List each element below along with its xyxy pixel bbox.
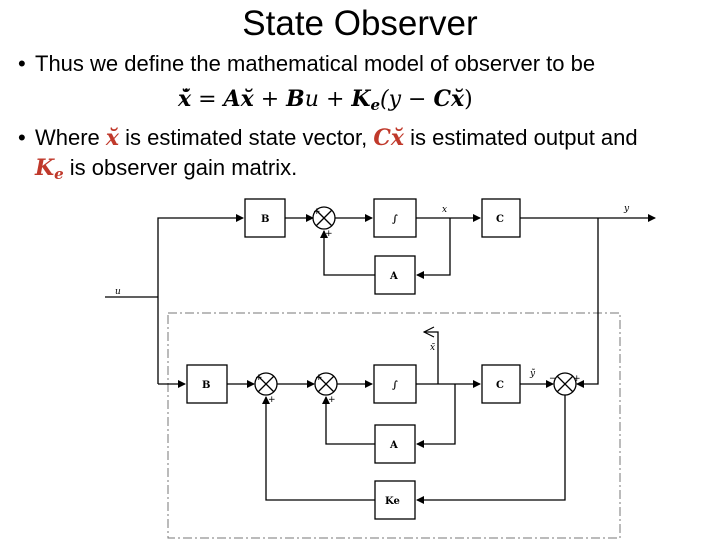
eq-A: A [223, 86, 241, 112]
plant-B-block [244, 198, 286, 238]
plant-C-block [481, 198, 521, 238]
bullet-2-part-d: is observer gain matrix. [63, 155, 298, 180]
bullet-2-part-b: is estimated state vector, [119, 125, 374, 150]
bullet-2-text: Where x̆ is estimated state vector, Cx̆ … [35, 124, 638, 152]
obs-C-label: C [496, 380, 504, 391]
xhat-to-obs-A [416, 384, 456, 448]
plant-sum-sign2: + [325, 229, 333, 239]
yhat-label: ỹ [529, 368, 536, 379]
y-label: y [623, 204, 630, 214]
error-to-Ke [416, 395, 566, 504]
obs-sum1-sign2: + [268, 395, 276, 405]
obs-Ke-label: Ke [385, 496, 400, 507]
obs-sum1-sign1: + [255, 373, 263, 383]
eq-K: K [351, 86, 371, 112]
obs-sum2-sign2: + [328, 395, 336, 405]
plant-A-feedback [320, 230, 375, 276]
eq-K-sub: e [370, 96, 381, 114]
xhat-output-arrow [424, 332, 439, 384]
xhat-label: x̃ [430, 342, 435, 353]
bullet-marker: • [18, 51, 26, 76]
comparator-sign2: + [573, 374, 581, 384]
bullet-2-line2-text: Ke is observer gain matrix. [35, 154, 297, 188]
obs-int-label: ∫ [392, 380, 398, 391]
bullet-marker: • [18, 125, 26, 150]
eq-x2: x̆ [451, 86, 465, 112]
eq-paren: (y − [380, 87, 434, 112]
observer-B-block [186, 364, 228, 404]
observer-integrator-block [373, 364, 417, 404]
ke-symbol: K [35, 155, 55, 181]
eq-x1: x̆ [240, 86, 254, 112]
observer-C-block [481, 364, 521, 404]
plant-B-label: B [261, 214, 269, 225]
plant-A-block [374, 255, 416, 295]
eq-plus1: + [253, 87, 287, 112]
y-to-comparator [576, 218, 599, 388]
eq-close: ) [464, 87, 473, 112]
plant-int-label: ∫ [392, 214, 398, 225]
xhat-symbol: x̆ [105, 125, 120, 151]
plant-sum-sign1: + [313, 207, 321, 217]
eq-equals: = [191, 87, 224, 112]
observer-A-block [374, 424, 416, 464]
obs-B-label: B [202, 380, 210, 391]
plant-C-label: C [496, 214, 504, 225]
comparator-sign1: − [549, 374, 557, 384]
x-to-plant-A [416, 218, 451, 279]
slide-title: State Observer [242, 4, 478, 43]
bullet-1-text: Thus we define the mathematical model of… [35, 51, 596, 76]
Ke-feedback [262, 396, 375, 501]
eq-lhs: x̆̇ [178, 86, 192, 112]
observer-boundary [167, 312, 621, 539]
plant-A-label: A [389, 271, 398, 282]
x-label: x [442, 205, 447, 215]
u-label: u [115, 287, 121, 297]
cxhat-symbol: Cx̆ [373, 125, 405, 151]
u-to-plant-B [157, 214, 244, 384]
eq-u: u [304, 87, 319, 112]
eq-plus2: + [318, 87, 352, 112]
obs-A-feedback [322, 396, 375, 445]
ke-sub: e [54, 165, 64, 183]
eq-C: C [433, 86, 451, 112]
observer-equation: x̆̇ = Ax̆ + Bu + Ke(y − Cx̆) [178, 84, 473, 120]
bullet-2-part-a: Where [35, 125, 106, 150]
plant-integrator-block [373, 198, 417, 238]
obs-A-label: A [389, 440, 398, 451]
bullet-2-part-c: is estimated output and [404, 125, 638, 150]
eq-B: B [286, 86, 305, 112]
obs-sum2-sign1: + [315, 373, 323, 383]
